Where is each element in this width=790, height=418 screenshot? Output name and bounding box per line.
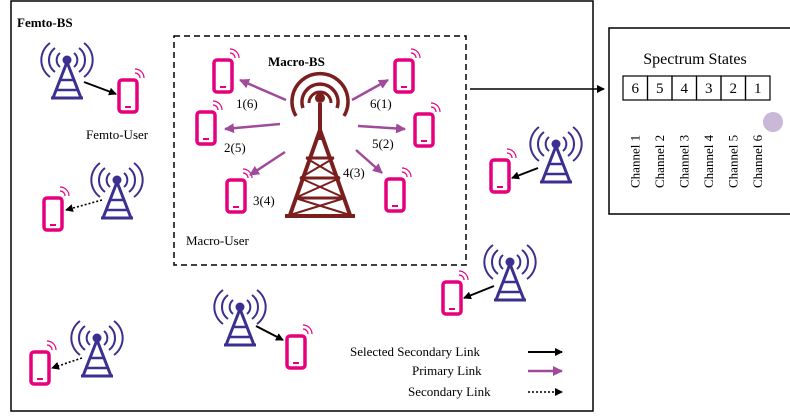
legend-selected-label: Selected Secondary Link <box>350 344 480 359</box>
primary-link-2 <box>224 122 281 134</box>
femto-tower-icon <box>212 288 268 347</box>
femto-user-label: Femto-User <box>86 127 149 142</box>
macro-user-phone-3 <box>225 167 254 214</box>
primary-link-3 <box>249 150 286 177</box>
state-value: 6 <box>632 81 640 97</box>
channel-label: Channel 2 <box>652 135 667 188</box>
selected-secondary-link <box>255 325 284 341</box>
channel-label: Channel 6 <box>750 134 765 188</box>
selected-secondary-link <box>463 285 495 300</box>
femto-user-phone <box>489 147 518 194</box>
primary-link-5 <box>357 123 406 134</box>
femto-user-phone <box>441 269 470 316</box>
macro-user-phone-6 <box>393 47 422 94</box>
femto-user-phone <box>29 339 58 386</box>
primary-link-4 <box>355 149 383 174</box>
primary-link-6 <box>351 78 389 102</box>
femto-tower-icon <box>528 125 584 184</box>
macro-user-phone-5 <box>413 101 442 148</box>
link-label-2: 2(5) <box>224 140 246 155</box>
legend-primary-label: Primary Link <box>412 363 482 378</box>
secondary-link <box>65 199 103 212</box>
link-label-1: 1(6) <box>236 96 258 111</box>
femto-user-phone <box>285 323 314 370</box>
secondary-link <box>51 357 83 370</box>
femto-bs-label: Femto-BS <box>17 15 73 30</box>
state-value: 4 <box>681 81 689 97</box>
spectrum-title: Spectrum States <box>643 51 747 68</box>
state-value: 2 <box>730 81 738 97</box>
selected-secondary-link <box>83 81 117 96</box>
state-value: 3 <box>705 81 713 97</box>
legend: Selected Secondary Link Primary Link Sec… <box>350 344 563 399</box>
macro-user-phone-2 <box>195 99 224 146</box>
channel-label: Channel 3 <box>676 135 691 188</box>
state-value: 5 <box>656 81 664 97</box>
network-frame <box>10 0 594 412</box>
channel-label: Channel 4 <box>701 134 716 188</box>
state-value: 1 <box>754 81 762 97</box>
macro-user-phone-1 <box>212 47 241 94</box>
legend-secondary-label: Secondary Link <box>408 384 491 399</box>
femto-tower-icon <box>39 41 95 100</box>
channel-label: Channel 5 <box>725 135 740 188</box>
femto-tower-icon <box>89 161 145 220</box>
link-label-3: 3(4) <box>253 193 275 208</box>
macro-bs-label: Macro-BS <box>268 54 325 69</box>
link-label-6: 6(1) <box>370 96 392 111</box>
femto-user-phone <box>117 67 146 114</box>
channel-label: Channel 1 <box>627 135 642 188</box>
macro-user-phone-4 <box>384 166 413 213</box>
femto-tower-icon <box>69 319 125 378</box>
macro-cell-box <box>173 35 467 266</box>
spectrum-panel-frame <box>608 27 790 215</box>
femto-user-phone <box>42 185 71 232</box>
link-label-4: 4(3) <box>343 165 365 180</box>
macro-tower-icon <box>285 71 355 218</box>
primary-link-1 <box>239 78 287 102</box>
state-cell <box>744 75 771 101</box>
channel-highlight <box>763 112 783 132</box>
link-label-5: 5(2) <box>372 136 394 151</box>
femto-tower-icon <box>482 243 538 302</box>
macro-user-label: Macro-User <box>186 233 249 248</box>
selected-secondary-link <box>511 167 539 180</box>
